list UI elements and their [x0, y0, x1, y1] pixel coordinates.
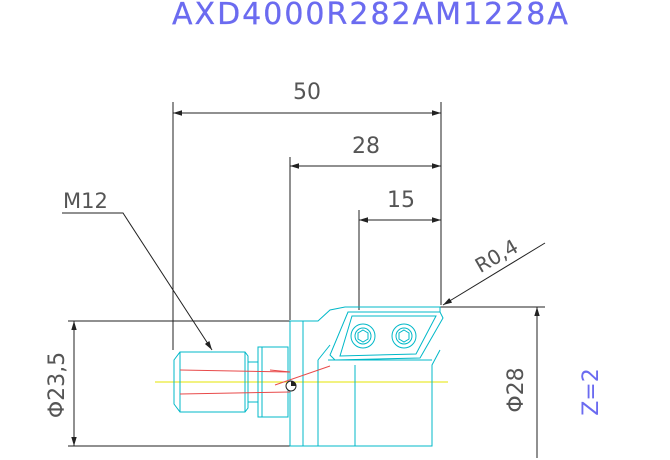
dimension-28: 28 [290, 134, 441, 169]
flutes-label: Z=2 [579, 368, 604, 416]
dimension-50: 50 [173, 80, 441, 116]
dimension-28-label: 28 [352, 134, 380, 159]
tool-outline [173, 306, 444, 447]
radius-label: R0,4 [471, 234, 523, 278]
radius-leader: R0,4 [442, 234, 546, 306]
thread-label: M12 [63, 189, 108, 213]
coolant-hole [285, 380, 297, 392]
extension-lines [68, 102, 545, 447]
dimension-dia-23-5: Φ23,5 [45, 321, 77, 446]
thread-leader: M12 [62, 189, 213, 351]
dia-23-5-label: Φ23,5 [45, 352, 70, 418]
dimension-15-label: 15 [387, 188, 415, 213]
hidden-lines [179, 365, 331, 395]
dimension-50-label: 50 [293, 80, 321, 105]
dia-28-label: Φ28 [504, 367, 529, 412]
dimension-15: 15 [359, 188, 441, 223]
dimension-dia-28: Φ28 [504, 307, 540, 458]
drawing-title: AXD4000R282AM1228A [172, 0, 570, 32]
